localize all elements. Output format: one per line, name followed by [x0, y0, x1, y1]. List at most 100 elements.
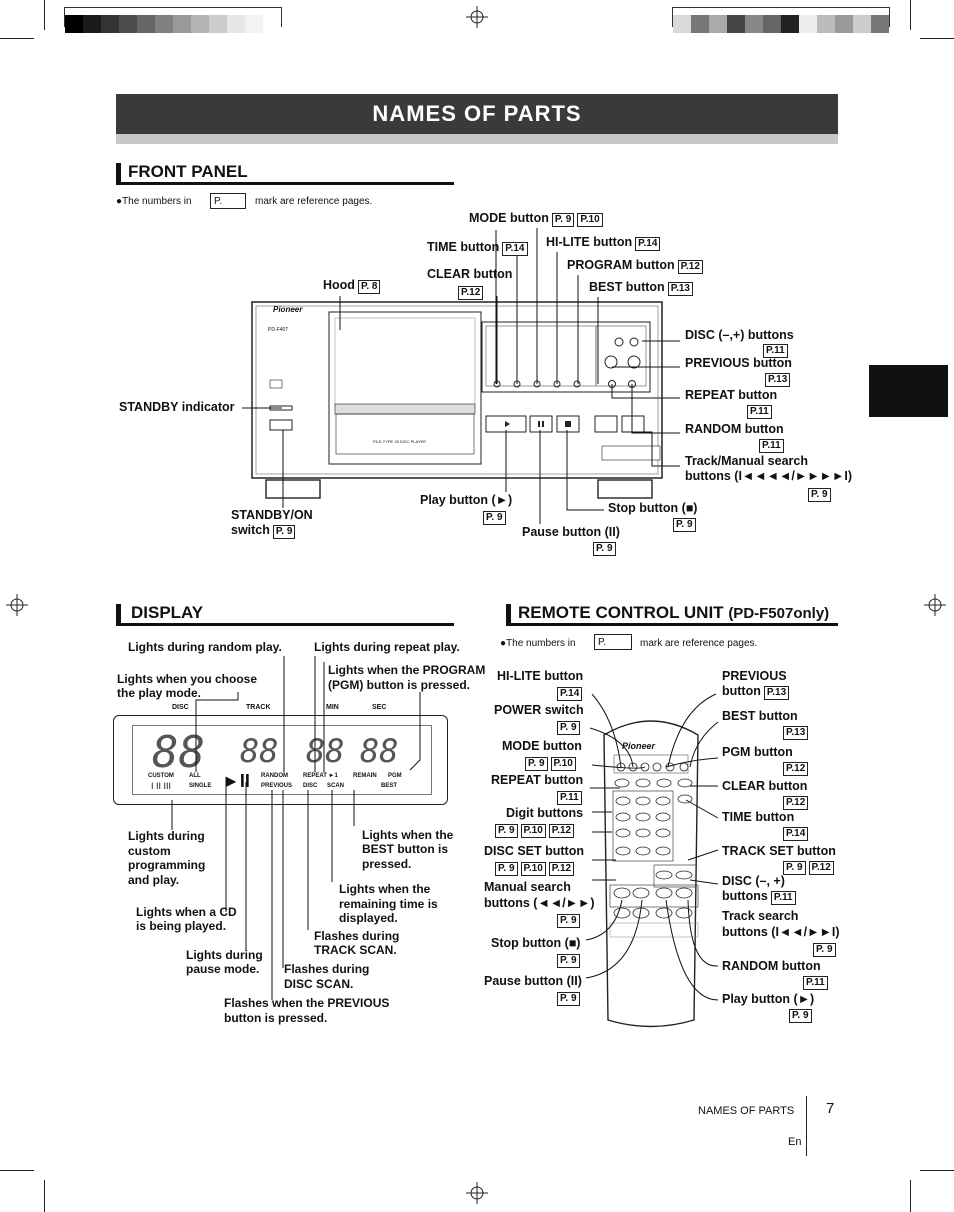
disp-custom-2: custom: [128, 844, 171, 858]
fp-standby-switch-label: STANDBY/ON: [231, 508, 313, 522]
crop-mark: [910, 1180, 911, 1212]
rc-repeat-label: REPEAT button: [491, 773, 584, 787]
lcd-custom: CUSTOM: [148, 773, 174, 779]
lcd-disc: DISC: [303, 783, 318, 789]
disp-previous-2: button is pressed.: [224, 1011, 328, 1025]
registration-mark-icon: [466, 6, 488, 28]
fp-stop-page: P. 9: [670, 516, 696, 532]
footer-language: En: [788, 1136, 802, 1148]
color-bar-right: [672, 7, 890, 33]
disp-pause-1: Lights during: [186, 948, 263, 962]
lcd-remain: REMAIN: [353, 773, 377, 779]
rc-stop-label: Stop button (■): [491, 936, 581, 950]
lcd-random: RANDOM: [261, 773, 288, 779]
lcd-best: BEST: [381, 783, 398, 789]
crop-mark: [0, 1170, 34, 1171]
registration-mark-icon: [924, 594, 946, 616]
rc-manual-page: P. 9: [554, 912, 580, 928]
registration-mark-icon: [6, 594, 28, 616]
lcd-panel: [113, 715, 448, 805]
fp-disc-page: P.11: [760, 342, 788, 358]
rc-manual-label: Manual search: [484, 880, 571, 894]
rc-play-page: P. 9: [786, 1007, 812, 1023]
disp-best-1: Lights when the: [362, 828, 454, 842]
rc-pause-label: Pause button (II): [484, 974, 582, 988]
lcd-pgm: PGM: [388, 773, 402, 779]
display-leader-lines: [171, 656, 421, 1000]
rc-manual-label-2: buttons (◄◄/►►): [484, 896, 595, 910]
lcd-play-pause-icon: ►II: [222, 771, 250, 791]
disp-best-2: BEST button is: [362, 842, 448, 856]
lcd-sec-label: SEC: [372, 704, 387, 711]
disp-trackscan-2: TRACK SCAN.: [314, 943, 397, 957]
fp-play-label: Play button (►): [420, 493, 513, 507]
rc-repeat-page: P.11: [554, 789, 582, 805]
rc-pgm-label: PGM button: [722, 745, 793, 759]
remote-leader-lines: [585, 693, 719, 1001]
fp-previous-page: P.13: [762, 371, 791, 387]
disp-program-2: (PGM) button is pressed.: [328, 678, 471, 692]
rc-mode-label: MODE button: [502, 739, 582, 753]
crop-mark: [920, 38, 954, 39]
crop-mark: [920, 1170, 954, 1171]
fp-disc-label: DISC (–,+) buttons: [685, 328, 794, 342]
rc-clear-label: CLEAR button: [722, 779, 808, 793]
rc-tsearch-label-2: buttons (I◄◄/►►I): [722, 925, 840, 939]
disp-repeat-play: Lights during repeat play.: [314, 640, 460, 654]
fp-repeat-page: P.11: [744, 403, 772, 419]
player-disc-label: FILE-TYPE 26 DISC PLAYER: [373, 439, 427, 444]
footer-section: NAMES OF PARTS: [698, 1105, 795, 1117]
rc-pause-page: P. 9: [554, 990, 580, 1006]
fp-track-label-2: buttons (I◄◄◄◄/►►►►I): [685, 469, 853, 483]
lcd-inner: [132, 725, 432, 795]
lcd-disc-label: DISC: [172, 704, 189, 711]
disp-choose-1: Lights when you choose: [117, 672, 258, 686]
disp-remain-3: displayed.: [339, 911, 398, 925]
disp-previous-1: Flashes when the PREVIOUS: [224, 996, 390, 1010]
disp-custom-1: Lights during: [128, 829, 205, 843]
disp-choose-2: the play mode.: [117, 686, 202, 700]
rc-pgm-page: P.12: [780, 760, 809, 776]
front-leader-lines: [242, 228, 680, 524]
disp-custom-3: programming: [128, 858, 206, 872]
section-rule: [506, 623, 838, 626]
disp-custom-4: and play.: [128, 873, 180, 887]
fp-repeat-label: REPEAT button: [685, 388, 778, 402]
color-bar-left: [64, 7, 282, 33]
lcd-repeat: REPEAT ►1: [303, 773, 338, 779]
fp-stop-label: Stop button (■): [608, 501, 698, 515]
disp-trackscan-1: Flashes during: [314, 929, 400, 943]
remote-heading: REMOTE CONTROL UNIT (PD-F507only): [518, 603, 830, 622]
fp-previous-label: PREVIOUS button: [685, 356, 792, 370]
rc-time-page: P.14: [780, 825, 809, 841]
cd-player-illustration: [251, 301, 663, 499]
rc-clear-page: P.12: [780, 794, 809, 810]
remote-brand: Pioneer: [622, 741, 656, 751]
remote-note-suffix: mark are reference pages.: [640, 638, 758, 649]
rc-best-page: P.13: [780, 724, 809, 740]
rc-tsearch-page: P. 9: [810, 941, 836, 957]
crop-mark: [0, 38, 34, 39]
lcd-previous: PREVIOUS: [261, 783, 293, 789]
lcd-single: SINGLE: [189, 783, 212, 789]
fp-pause-page: P. 9: [590, 540, 616, 556]
section-rule: [116, 182, 454, 185]
lcd-all: ALL: [189, 773, 201, 779]
lcd-min-label: MIN: [326, 704, 339, 711]
rc-play-label: Play button (►): [722, 992, 815, 1006]
title-band: [116, 94, 838, 134]
disp-remain-2: remaining time is: [339, 897, 438, 911]
lcd-scan: SCAN: [327, 783, 345, 789]
front-note-suffix: mark are reference pages.: [255, 196, 373, 207]
fp-random-label: RANDOM button: [685, 422, 784, 436]
rc-random-label: RANDOM button: [722, 959, 821, 973]
rc-power-page: P. 9: [554, 719, 580, 735]
